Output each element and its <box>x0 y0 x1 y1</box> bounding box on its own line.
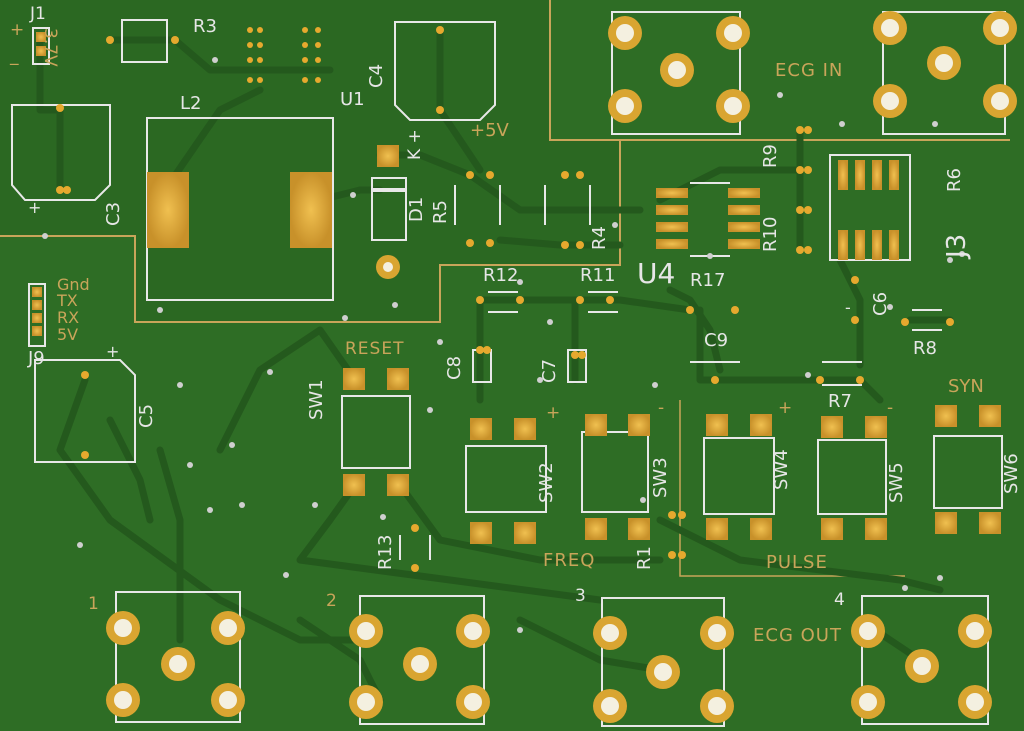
label-sw2: SW2 <box>536 462 557 503</box>
label-plus5v: +5V <box>470 120 509 141</box>
label-c3: C3 <box>103 201 124 226</box>
d1-outline <box>371 177 407 241</box>
label-r9: R9 <box>760 144 781 168</box>
c4-outline <box>394 21 496 121</box>
label-reset: RESET <box>345 339 405 359</box>
label-r7: R7 <box>828 391 852 412</box>
label-3v7: 3.7V <box>40 28 60 67</box>
label-j9-gnd: Gnd <box>57 275 90 294</box>
label-r8: R8 <box>913 338 937 359</box>
traces <box>36 26 954 704</box>
label-c7: C7 <box>539 358 560 383</box>
label-d1: D1 <box>406 196 427 222</box>
label-out-2: 2 <box>326 591 337 611</box>
label-sw4-plus: + <box>778 398 793 418</box>
label-r11: R11 <box>580 265 616 286</box>
label-sw3: SW3 <box>650 457 671 498</box>
label-k-plus: K + <box>405 129 425 160</box>
label-sw2-plus: + <box>546 403 561 423</box>
vias <box>42 57 965 633</box>
label-j9-5v: 5V <box>57 325 79 344</box>
label-out-4: 4 <box>834 590 845 610</box>
label-syn: SYN <box>948 376 984 397</box>
label-r3: R3 <box>193 16 217 37</box>
label-sw5-minus: - <box>887 398 894 418</box>
label-sw4: SW4 <box>771 449 792 490</box>
label-r6: R6 <box>944 168 965 192</box>
label-c8: C8 <box>444 355 465 380</box>
label-sw6: SW6 <box>1001 453 1022 494</box>
c5-outline <box>34 359 136 463</box>
label-u4: U4 <box>637 257 676 290</box>
label-plus: + <box>10 20 25 40</box>
silkscreen-outlines <box>11 11 1006 727</box>
label-r12: R12 <box>483 265 519 286</box>
label-ecg-out: ECG OUT <box>753 625 842 646</box>
edge-line-pulse <box>679 400 905 577</box>
label-u1: U1 <box>340 89 365 110</box>
ecg-out-jacks <box>106 611 992 723</box>
small-pads <box>56 26 954 572</box>
label-r4: R4 <box>589 226 610 250</box>
label-freq: FREQ <box>543 550 596 571</box>
edge-line-ecg-in <box>549 0 1010 141</box>
label-minus: _ <box>10 46 19 66</box>
label-r17: R17 <box>690 270 726 291</box>
smd-pads <box>32 32 1001 544</box>
label-j1: J1 <box>30 4 46 24</box>
label-r10: R10 <box>760 216 781 252</box>
label-sw1: SW1 <box>306 379 327 420</box>
label-c9: C9 <box>704 330 729 351</box>
label-pulse: PULSE <box>766 552 828 573</box>
label-c4: C4 <box>366 63 387 88</box>
label-c3-plus: + <box>28 198 42 217</box>
label-out-1: 1 <box>88 594 99 614</box>
label-c6: C6 <box>870 291 891 316</box>
label-c5-plus: + <box>106 342 120 361</box>
label-r13: R13 <box>375 534 396 570</box>
label-j9: J9 <box>28 348 45 369</box>
label-j9-tx: TX <box>57 291 78 310</box>
label-sw3-minus: - <box>658 398 665 418</box>
label-l2: L2 <box>180 93 202 114</box>
c3-outline <box>11 104 111 201</box>
label-r5: R5 <box>430 200 451 224</box>
label-c6-minus: - <box>845 298 851 317</box>
label-out-3: 3 <box>575 586 586 606</box>
label-j3: J3 <box>942 233 972 258</box>
label-j9-rx: RX <box>57 308 80 327</box>
label-c5: C5 <box>136 403 157 428</box>
label-sw5: SW5 <box>886 462 907 503</box>
label-ecg-in: ECG IN <box>775 60 844 81</box>
label-r1: R1 <box>634 546 655 570</box>
edge-line-power <box>0 140 621 323</box>
ecg-in-jacks <box>608 11 1017 123</box>
